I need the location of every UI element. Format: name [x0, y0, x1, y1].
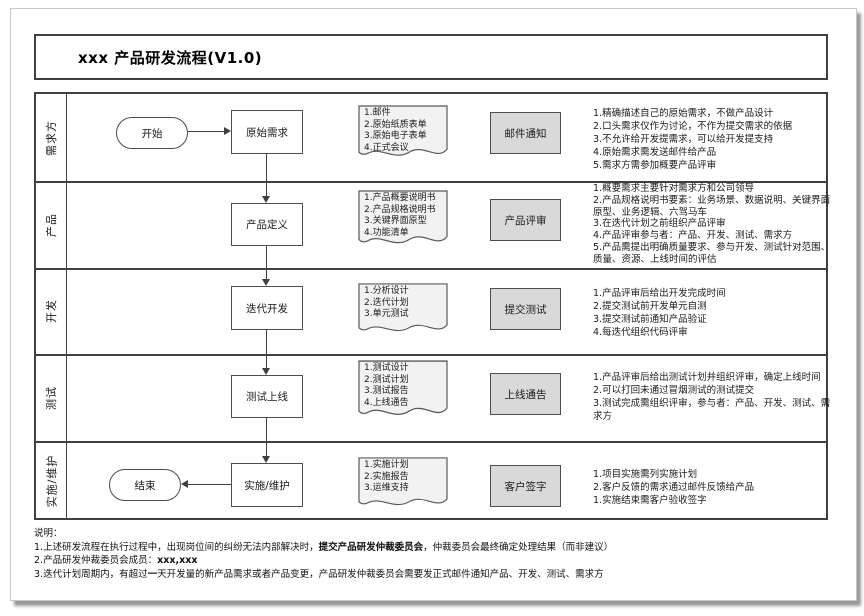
lane-notes: 1.产品评审后给出测试计划并组织评审，确定上线时间 2.可以打回未通过冒烟测试的… — [593, 372, 831, 422]
arrowhead-right-icon — [224, 127, 231, 135]
output-submit-test: 提交测试 — [490, 288, 561, 330]
lane-notes: 1.项目实施需列实施计划 2.客户反馈的需求通过邮件反馈给产品 1.实施结束需客… — [593, 469, 755, 506]
output-launch-notice: 上线通告 — [490, 373, 561, 415]
end-node: 结束 — [109, 469, 181, 501]
lane-label-product: 产品 — [36, 181, 67, 268]
footer-heading: 说明： — [34, 528, 63, 539]
arrowhead-down-icon — [262, 279, 270, 286]
footer-notes: 说明： 1.上述研发流程在执行过程中，出现岗位间的纠纷无法内部解决时，提交产品研… — [34, 527, 836, 581]
arrowhead-down-icon — [262, 456, 270, 463]
output-mail-notice: 邮件通知 — [490, 112, 561, 154]
connector — [188, 131, 225, 133]
lane-divider — [36, 181, 826, 183]
document-shape: 1.邮件 2.原始纸质表单 3.原始电子表单 4.正式会议 — [358, 105, 448, 164]
output-customer-sign: 客户签字 — [490, 465, 561, 507]
lane-notes: 1.产品评审后给出开发完成时间 2.提交测试前开发单元自测 3.提交测试前通知产… — [593, 288, 726, 338]
lane-label-requester: 需求方 — [36, 94, 67, 181]
lane-divider — [36, 441, 826, 443]
document-shape: 1.实施计划 2.实施报告 3.运维支持 — [358, 457, 448, 513]
process-product-definition: 产品定义 — [231, 203, 303, 246]
document-shape: 1.测试设计 2.测试计划 3.测试报告 4.上线通告 — [358, 360, 448, 424]
lane-divider — [36, 268, 826, 270]
connector — [266, 418, 268, 456]
diagram-title-box: xxx 产品研发流程(V1.0) — [34, 34, 828, 80]
document-shape: 1.产品概要说明书 2.产品规格说明书 3.关键界面原型 4.功能清单 — [358, 190, 448, 252]
arrowhead-left-icon — [181, 480, 188, 488]
connector — [266, 330, 268, 368]
start-node: 开始 — [116, 117, 188, 149]
footer-note-1: 1.上述研发流程在执行过程中，出现岗位间的纠纷无法内部解决时，提交产品研发仲裁委… — [34, 541, 614, 553]
connector — [266, 246, 268, 279]
process-implement-maintain: 实施/维护 — [231, 463, 303, 507]
arrowhead-down-icon — [262, 368, 270, 375]
document-shape: 1.分析设计 2.迭代计划 3.单元测试 — [358, 283, 448, 339]
connector — [188, 484, 231, 486]
footer-note-3: 3.迭代计划周期内，有超过一天开发量的新产品需求或者产品变更，产品研发仲裁委员会… — [34, 568, 604, 580]
document-page: xxx 产品研发流程(V1.0) 需求方 产品 开发 测试 实施/维护 开始 原… — [10, 8, 857, 601]
lane-label-ops: 实施/维护 — [36, 441, 67, 520]
connector — [266, 154, 268, 196]
lane-notes: 1.概要需求主要针对需求方和公司领导 2.产品规格说明书要素：业务场景、数据说明… — [593, 183, 831, 265]
lane-label-test: 测试 — [36, 354, 67, 441]
lane-divider — [36, 354, 826, 356]
process-test-launch: 测试上线 — [231, 375, 303, 418]
process-original-requirement: 原始需求 — [231, 110, 303, 154]
footer-note-2: 2.产品研发仲裁委员会成员：xxx,xxx — [34, 555, 198, 566]
page-title: xxx 产品研发流程(V1.0) — [78, 48, 263, 67]
swimlane-table: 需求方 产品 开发 测试 实施/维护 开始 原始需求 1.邮件 2.原始纸质表单… — [34, 92, 830, 520]
process-iterative-dev: 迭代开发 — [231, 286, 303, 330]
output-product-review: 产品评审 — [490, 199, 561, 241]
lane-notes: 1.精确描述自己的原始需求，不做产品设计 2.口头需求仅作为讨论，不作为提交需求… — [593, 108, 793, 171]
lane-label-dev: 开发 — [36, 268, 67, 354]
arrowhead-down-icon — [262, 196, 270, 203]
